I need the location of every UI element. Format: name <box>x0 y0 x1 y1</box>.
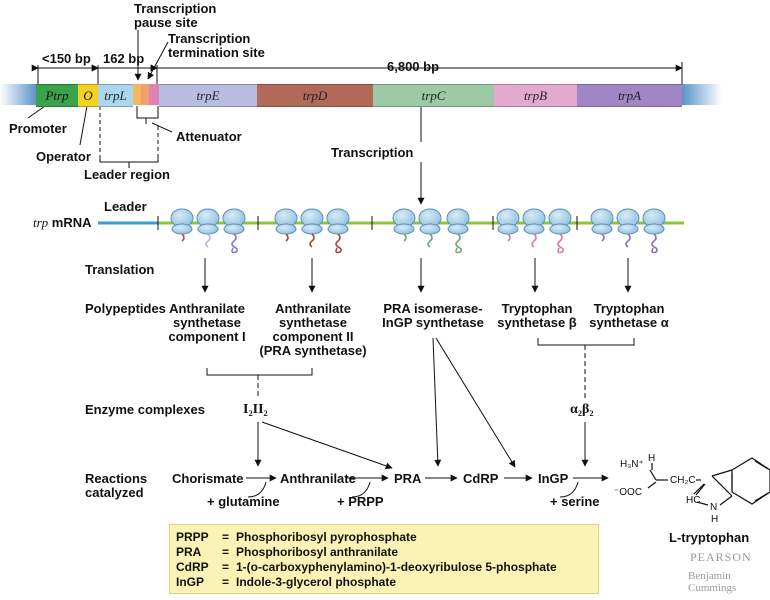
polypeptide-pra-isomerase: PRA isomerase-InGP synthetase <box>382 301 484 330</box>
serine-label: + serine <box>550 494 600 509</box>
pearson-logo: PEARSON <box>690 550 752 564</box>
dna-left-end <box>0 84 36 105</box>
operator-label: O <box>83 88 93 103</box>
ribosome <box>170 208 194 242</box>
leader-region-caption: Leader region <box>84 167 170 182</box>
prpp-label: + PRPP <box>337 494 384 509</box>
glutamine-label: + glutamine <box>207 494 280 509</box>
ribosome <box>642 208 666 254</box>
trpE-segment: trpE <box>159 84 257 107</box>
enzyme-complexes-label: Enzyme complexes <box>85 402 205 417</box>
tryptophan-structure <box>647 457 770 506</box>
ribosome <box>418 208 442 248</box>
ribosome <box>274 208 298 242</box>
h3n-label: H₃N⁺ <box>620 459 644 470</box>
promoter-segment: Ptrp <box>36 84 78 107</box>
translation-label: Translation <box>85 262 155 277</box>
complex-alpha2beta2: α₂β₂ <box>570 402 594 417</box>
legend-abbr-prpp: PRPP <box>176 530 209 544</box>
trpC-segment: trpC <box>373 84 494 107</box>
distance-162-label: 162 bp <box>103 51 145 66</box>
attenuator-block <box>149 84 159 105</box>
trpL-segment: trpL <box>98 84 133 107</box>
ribosome <box>548 208 572 254</box>
trpA-segment: trpA <box>577 84 682 107</box>
tryptophan-label: L-tryptophan <box>669 530 750 545</box>
distance-150-label: <150 bp <box>42 51 91 66</box>
mrna-label: trp mRNA <box>33 215 92 230</box>
h-top-label: H <box>648 453 656 464</box>
legend-def-ingp: Indole-3-glycerol phosphate <box>236 575 397 589</box>
ribosome <box>616 208 640 248</box>
termination-block <box>141 84 149 105</box>
operator-caption: Operator <box>36 149 91 164</box>
legend-abbr-cdrp: CdRP <box>176 560 209 574</box>
ingp-label: InGP <box>538 471 569 486</box>
pra-label: PRA <box>394 471 422 486</box>
abbreviation-legend: PRPP = Phosphoribosyl pyrophosphate PRA … <box>169 524 599 594</box>
cdrp-label: CdRP <box>463 471 499 486</box>
ooc-label: ⁻OOC <box>614 487 643 498</box>
transcription-label: Transcription <box>331 145 414 160</box>
dna-right-end <box>682 84 722 105</box>
complex-I2II2: I₂II₂ <box>243 402 268 417</box>
legend-abbr-ingp: InGP <box>176 575 205 589</box>
chorismate-label: Chorismate <box>172 471 244 486</box>
ribosome <box>496 208 520 242</box>
leader-label: Leader <box>104 199 147 214</box>
hc-label: HC <box>686 495 701 506</box>
nh-label: H <box>711 514 719 525</box>
promoter-caption: Promoter <box>9 121 67 136</box>
ribosome <box>196 208 220 248</box>
trpB-segment: trpB <box>494 84 577 107</box>
n-label: N <box>710 502 718 513</box>
ribosome <box>392 208 416 242</box>
legend-def-cdrp: 1-(o-carboxyphenylamino)-1-deoxyribulose… <box>236 560 557 574</box>
anthranilate-label: Anthranilate <box>280 471 356 486</box>
ribosome <box>326 208 350 254</box>
distance-6800-label: 6,800 bp <box>387 59 440 74</box>
ribosome <box>590 208 614 242</box>
trpD-segment: trpD <box>257 84 373 107</box>
ribosome <box>222 208 246 254</box>
operator-segment: O <box>78 84 98 107</box>
ribosome <box>446 208 470 254</box>
attenuator-caption: Attenuator <box>176 129 242 144</box>
ribosome <box>300 208 324 248</box>
promoter-label: Ptrp <box>45 88 69 103</box>
legend-def-pra: Phosphoribosyl anthranilate <box>236 545 399 559</box>
ribosome <box>522 208 546 248</box>
ch2c-label: CH₂C <box>670 475 696 486</box>
trpL-label: trpL <box>104 88 127 103</box>
legend-def-prpp: Phosphoribosyl pyrophosphate <box>236 530 417 544</box>
ribosome-group <box>170 208 666 254</box>
polypeptides-label: Polypeptides <box>85 301 166 316</box>
pause-block <box>133 84 141 105</box>
legend-abbr-pra: PRA <box>176 545 202 559</box>
